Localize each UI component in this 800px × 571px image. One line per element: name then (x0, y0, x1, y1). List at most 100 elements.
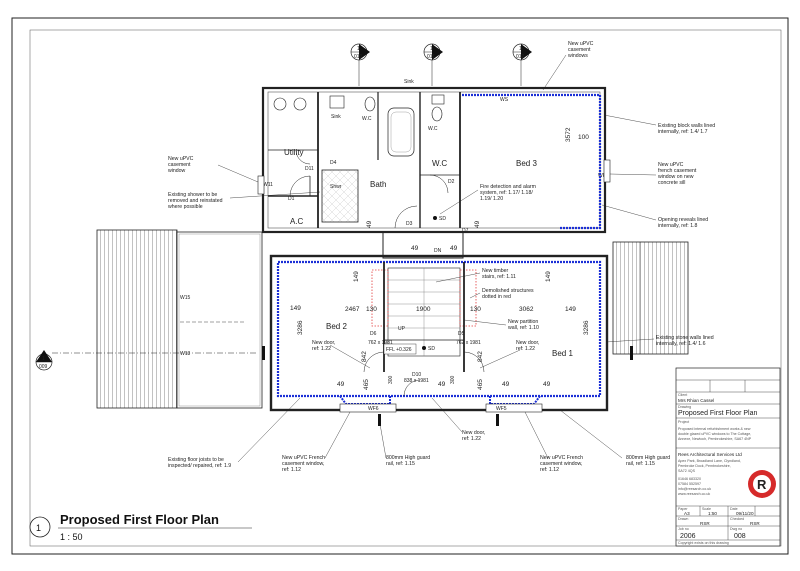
svg-text:New uPVC French: New uPVC French (540, 455, 583, 461)
svg-text:casement window,: casement window, (282, 461, 324, 467)
door-size-bottom: 838 x 1981 (404, 378, 429, 384)
dim-b3: 49 (438, 381, 446, 388)
door-tag-d6: D6 (370, 331, 377, 337)
note-upvc-casement-left: New uPVC casement window (168, 156, 194, 174)
door-tag-d4: D4 (330, 160, 337, 166)
door-size-right: 762 x 1981 (456, 340, 481, 346)
copyright: Copyright exists on this drawing (678, 541, 729, 545)
shower-tag: Shwr (330, 184, 342, 190)
section-callout-012[interactable]: 1 012 (512, 43, 532, 86)
window-tag-w13: W13 (180, 351, 191, 357)
svg-text:Existing stone walls lined: Existing stone walls lined (656, 335, 714, 341)
door-size-left: 762 x 1981 (368, 340, 393, 346)
room-utility: Utility (284, 148, 304, 157)
smoke-detector-tag-2: SD (428, 346, 435, 352)
dim-landing-left: 49 (411, 245, 419, 252)
svg-text:New timber: New timber (482, 268, 509, 274)
company-logo: R (748, 470, 776, 498)
dim-b8: 300 (450, 375, 456, 384)
address-line-3: SA72 4QS (678, 469, 696, 473)
address-line-1: Apex Park, Broadland Lane, Clyndland, (678, 459, 741, 463)
back-building: Shwr Sink W.C W.C Sink D11 D4 D1 D3 D2 D… (257, 79, 611, 234)
up-tag: UP (398, 326, 406, 332)
callout-010-number: 1 (357, 46, 360, 52)
note-upvc-casement-top: New uPVC casement windows (568, 41, 594, 59)
room-bath: Bath (370, 180, 386, 189)
email: info@reesarch.co.uk (678, 487, 711, 491)
svg-text:concrete sill: concrete sill (658, 180, 685, 186)
dim-b7: 300 (388, 375, 394, 384)
door-tag-d10: D10 (412, 372, 421, 378)
note-stone-walls: Existing stone walls lined internally, r… (656, 335, 714, 347)
note-french-left: New uPVC French casement window, ref: 1.… (282, 455, 325, 473)
section-callout-011[interactable]: 1 011 (423, 43, 443, 86)
note-guard-right: 800mm High guard rail, ref: 1.15 (626, 455, 670, 467)
sheet-border (11, 17, 789, 555)
room-ac: A.C (290, 217, 304, 226)
dim-bed2-height: 3286 (297, 320, 304, 335)
svg-text:ref: 1.12: ref: 1.12 (540, 467, 559, 473)
svg-text:Demolished structures: Demolished structures (482, 288, 534, 294)
svg-text:New uPVC: New uPVC (658, 162, 684, 168)
tb-drawing-label: Drawing (678, 405, 691, 409)
dwg-number: 008 (734, 533, 746, 540)
date-value: 09/11/20 (736, 511, 754, 516)
checked-value: RSR (750, 521, 760, 526)
section-callout-009[interactable]: 1 009 (35, 350, 53, 371)
wc-tag-1: W.C (362, 116, 372, 122)
section-callout-010[interactable]: 1 010 (350, 43, 370, 86)
svg-text:system, ref: 1.17/ 1.18/: system, ref: 1.17/ 1.18/ (480, 190, 533, 196)
note-floor-joists: Existing floor joists to be inspected/ r… (168, 457, 231, 469)
callout-009-number: 1 (42, 356, 45, 362)
callout-012-ref: 012 (516, 54, 525, 60)
door-tag-d1: D1 (288, 196, 295, 202)
left-deck: W15 W13 (96, 229, 263, 409)
right-deck (612, 241, 689, 355)
svg-text:Existing floor joists to be: Existing floor joists to be (168, 457, 224, 463)
project-line-1: Proposed internal refurbishment works & … (678, 427, 751, 431)
drawing-title-block: 1 Proposed First Floor Plan 1 : 50 (29, 512, 252, 542)
svg-text:Opening reveals lined: Opening reveals lined (658, 217, 708, 223)
callout-012-number: 1 (519, 46, 522, 52)
svg-text:casement: casement (168, 162, 191, 168)
svg-text:Existing block walls lined: Existing block walls lined (658, 123, 715, 129)
sink-tag-1: Sink (331, 114, 341, 120)
note-shower: Existing shower to be removed and reinst… (168, 192, 223, 210)
svg-text:casement window,: casement window, (540, 461, 582, 467)
svg-text:ref: 1.22: ref: 1.22 (516, 346, 535, 352)
wc-tag-2: W.C (428, 126, 438, 132)
front-building: UP D6 D5 762 x 1981 762 x 1981 D10 838 x… (262, 254, 633, 426)
dwg-label: Dwg no (730, 527, 742, 531)
svg-text:internally, ref: 1.8: internally, ref: 1.8 (658, 223, 698, 229)
svg-text:New door,: New door, (516, 340, 539, 346)
paper-value: A3 (684, 511, 690, 516)
svg-text:New uPVC French: New uPVC French (282, 455, 325, 461)
paper-label: Paper (678, 507, 688, 511)
view-number: 1 (36, 523, 41, 533)
dim-bed3-width: 100 (578, 134, 589, 141)
note-french-right: New uPVC French casement window, ref: 1.… (540, 455, 583, 473)
note-timber-stairs: New timber stairs, ref: 1.11 (482, 268, 516, 280)
dim-wc-wall: 49 (474, 220, 481, 228)
svg-text:ref: 1.22: ref: 1.22 (462, 436, 481, 442)
svg-text:inspected/ repaired, ref: 1.9: inspected/ repaired, ref: 1.9 (168, 463, 231, 469)
drawn-value: RSR (700, 521, 710, 526)
date-label: Date (730, 507, 738, 511)
note-upvc-french-bed3: New uPVC french casement window on new c… (658, 162, 697, 186)
title-block: Client Mrs Rhian Cassel Drawing Proposed… (675, 367, 781, 547)
dim-bed2-left: 149 (290, 305, 301, 312)
note-guard-left: 800mm High guard rail, ref: 1.15 (386, 455, 430, 467)
project-label: Project (678, 420, 689, 424)
svg-text:Existing shower to be: Existing shower to be (168, 192, 217, 198)
svg-text:New door,: New door, (312, 340, 335, 346)
svg-text:New uPVC: New uPVC (568, 41, 594, 47)
svg-text:New partition: New partition (508, 319, 538, 325)
dim-landing-right: 49 (450, 245, 458, 252)
callout-009-ref: 009 (39, 364, 48, 370)
dim-bed1-left: 130 (470, 306, 481, 313)
ws-tag: WS (500, 97, 509, 103)
window-tag-wf6: WF6 (368, 406, 379, 412)
svg-text:windows: windows (568, 53, 588, 59)
